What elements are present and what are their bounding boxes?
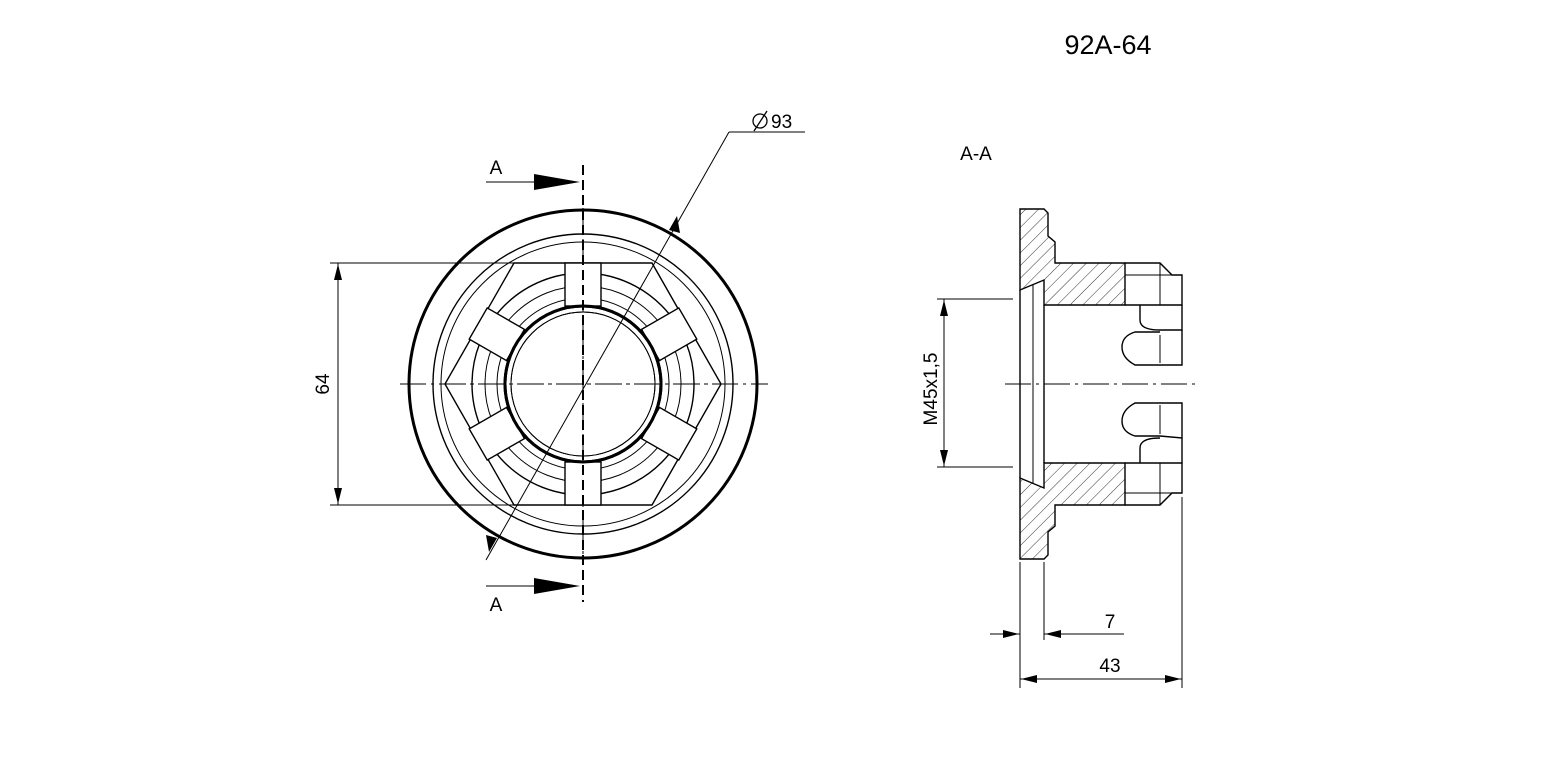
across-flats-dimension: 64 — [313, 262, 514, 506]
section-mark-top: A — [490, 158, 503, 179]
thread-dimension: M45x1,5 — [921, 298, 1013, 468]
castle-slot — [640, 406, 698, 462]
section-arrow-top — [534, 174, 580, 190]
front-view: A A 93 64 — [313, 110, 805, 616]
upper-section-hatch — [1019, 208, 1126, 306]
overall-length-dimension: 43 — [1020, 497, 1183, 688]
lower-slot — [1125, 437, 1183, 464]
outer-diameter-label: 93 — [771, 112, 792, 133]
castle-slots — [468, 262, 698, 506]
upper-slot — [1139, 305, 1183, 331]
castle-slot — [468, 406, 526, 462]
section-mark-bottom: A — [490, 595, 503, 616]
upper-castle-tooth — [1125, 262, 1183, 306]
part-number-title: 92A-64 — [1064, 30, 1151, 60]
diameter-symbol-icon — [752, 110, 768, 132]
diameter-dimension: 93 — [485, 110, 805, 561]
across-flats-label: 64 — [313, 373, 334, 395]
middle-upper-tooth — [1121, 330, 1183, 366]
castle-slot — [564, 262, 602, 307]
flange-thickness-label: 7 — [1105, 612, 1116, 633]
lower-castle-tooth — [1125, 463, 1183, 506]
overall-length-label: 43 — [1099, 656, 1120, 677]
section-arrow-bottom — [534, 578, 580, 594]
castle-slot — [468, 306, 526, 362]
flange-thickness-dimension: 7 — [990, 562, 1124, 688]
section-view: A-A M4 — [921, 144, 1195, 688]
middle-lower-tooth — [1121, 402, 1183, 439]
castle-slot — [640, 306, 698, 362]
thread-label: M45x1,5 — [921, 353, 942, 426]
section-title: A-A — [960, 144, 992, 165]
lower-section-hatch — [1019, 462, 1126, 560]
